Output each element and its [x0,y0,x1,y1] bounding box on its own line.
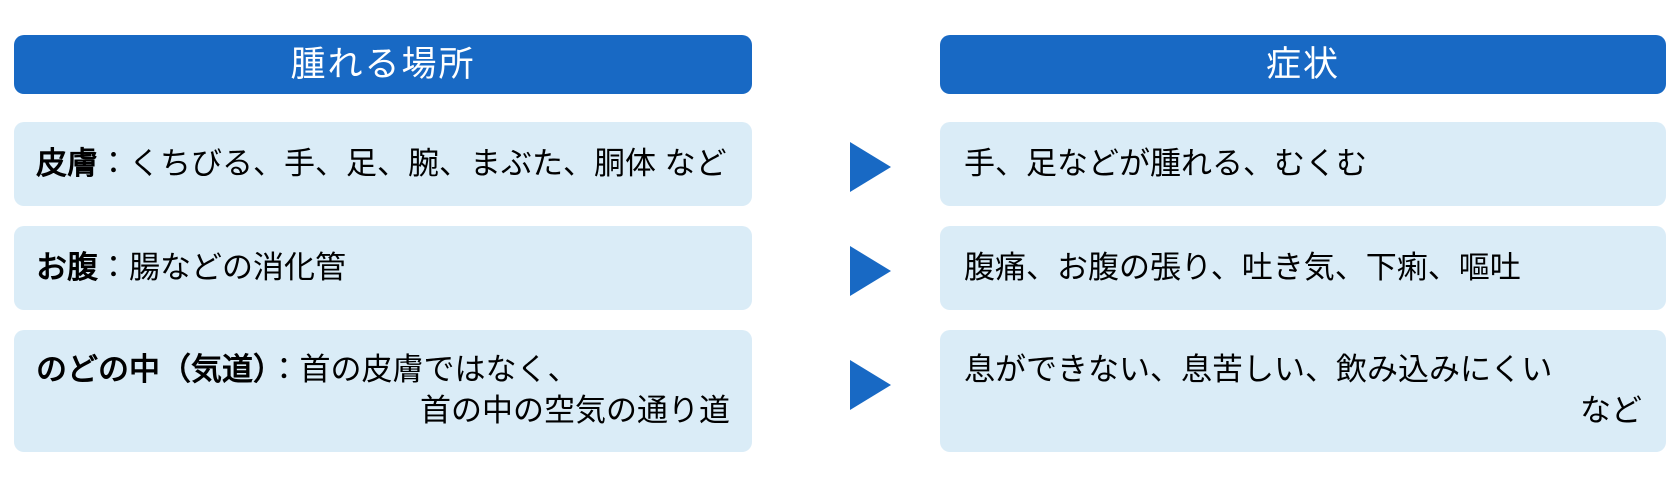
cell-left-row-3: のどの中（気道）：首の皮膚ではなく、 首の中の空気の通り道 [14,330,752,452]
row-2-left-detail: ：腸などの消化管 [98,249,346,285]
cell-right-row-1-line-1: 手、足などが腫れる、むくむ [964,145,1367,181]
cell-left-row-1: 皮膚：くちびる、手、足、腕、まぶた、胴体 など [14,122,752,206]
cell-left-row-3-line-1: のどの中（気道）：首の皮膚ではなく、 [36,350,730,391]
column-swelling-location: 腫れる場所 皮膚：くちびる、手、足、腕、まぶた、胴体 など お腹：腸などの消化管… [14,0,752,498]
row-2-left-term: お腹 [36,249,98,285]
cell-right-row-2: 腹痛、お腹の張り、吐き気、下痢、嘔吐 [940,226,1666,310]
cell-right-row-3: 息ができない、息苦しい、飲み込みにくい など [940,330,1666,452]
row-1-left-detail: ：くちびる、手、足、腕、まぶた、胴体 など [98,145,727,181]
row-3-left-term: のどの中（気道） [36,352,269,388]
cell-left-row-1-line-1: 皮膚：くちびる、手、足、腕、まぶた、胴体 など [36,144,730,185]
cell-left-row-3-line-2: 首の中の空気の通り道 [36,391,730,432]
cell-left-row-2-line-1: お腹：腸などの消化管 [36,248,730,289]
column-header-swelling-location: 腫れる場所 [14,35,752,94]
row-3-left-detail-cont: 首の中の空気の通り道 [420,393,730,428]
cell-right-row-3-line-1: 息ができない、息苦しい、飲み込みにくい [964,352,1553,388]
column-header-label: 症状 [1265,45,1340,84]
right-triangle-arrow-icon-row-3 [850,360,891,410]
cell-right-row-3-line-2: など [1580,393,1642,428]
cell-left-row-2: お腹：腸などの消化管 [14,226,752,310]
cell-right-row-2-line-1: 腹痛、お腹の張り、吐き気、下痢、嘔吐 [964,249,1521,285]
right-triangle-arrow-icon-row-2 [850,246,891,296]
row-3-left-detail: ：首の皮膚ではなく、 [268,352,579,388]
column-header-label: 腫れる場所 [290,45,476,84]
row-1-left-term: 皮膚 [36,145,98,181]
column-header-symptoms: 症状 [940,35,1666,94]
right-triangle-arrow-icon-row-1 [850,142,891,192]
column-symptoms: 症状 手、足などが腫れる、むくむ 腹痛、お腹の張り、吐き気、下痢、嘔吐 息ができ… [940,0,1666,498]
cell-right-row-1: 手、足などが腫れる、むくむ [940,122,1666,206]
